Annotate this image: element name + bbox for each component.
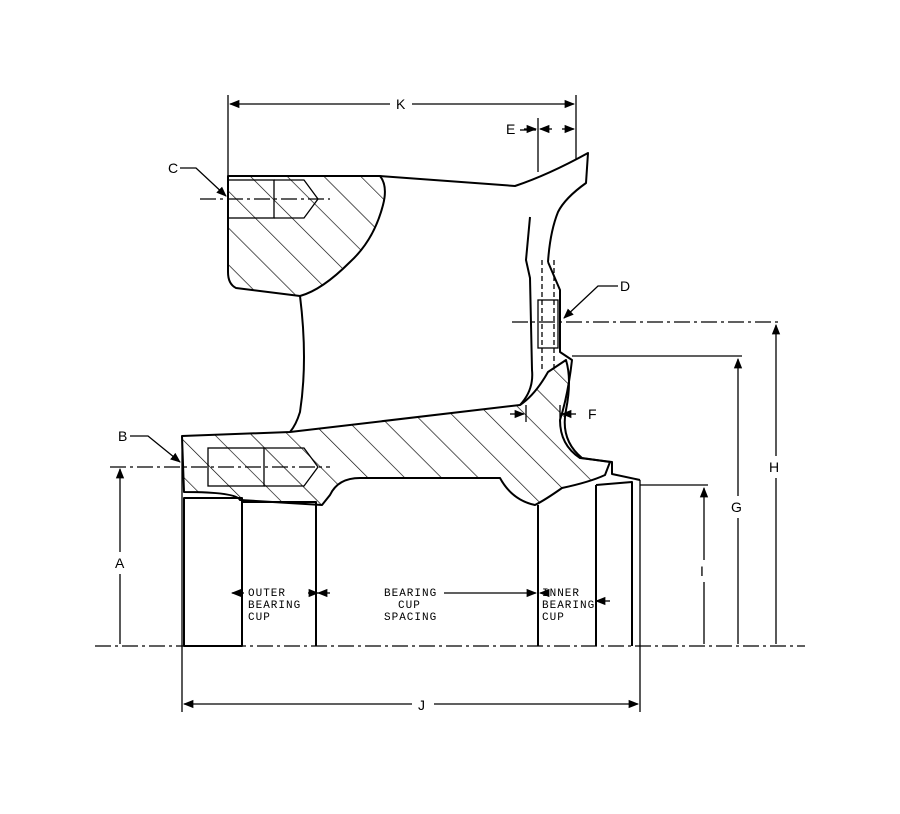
outer-cup-note-3: CUP: [248, 612, 271, 624]
inner-cup-note-2: BEARING: [542, 600, 595, 612]
spacing-note-3: SPACING: [384, 612, 437, 624]
upper-flange-section: [227, 175, 386, 297]
spacing-note-1: BEARING: [384, 588, 437, 600]
dim-label-i: I: [700, 563, 704, 579]
grease-plug-hole: [207, 447, 265, 487]
outer-cup-note-1: OUTER: [248, 588, 286, 600]
dim-label-c: C: [168, 160, 178, 176]
spacing-note-2: CUP: [398, 600, 421, 612]
dim-label-k: K: [396, 96, 406, 112]
leaders: [130, 129, 618, 463]
inner-cup-note-1: INNER: [542, 588, 580, 600]
dim-label-h: H: [769, 459, 779, 475]
dim-label-a: A: [115, 555, 125, 571]
lower-main-section: [181, 359, 611, 506]
outer-bearing-cup: [183, 497, 243, 647]
dim-label-g: G: [731, 499, 742, 515]
extension-lines: [181, 95, 742, 712]
dim-label-e: E: [506, 121, 515, 137]
grease-plug-tip: [264, 447, 319, 487]
inner-cup-note-3: CUP: [542, 612, 565, 624]
hub-body: [181, 152, 641, 647]
dim-label-j: J: [418, 697, 425, 713]
web-right: [519, 216, 534, 406]
dimension-lines: [115, 99, 781, 709]
outer-cup-note-2: BEARING: [248, 600, 301, 612]
upper-flange-rim: [379, 152, 589, 263]
outer-cup-seat: [242, 501, 317, 646]
wheel-stud-hole: [537, 299, 559, 349]
dim-label-b: B: [118, 428, 127, 444]
dim-label-d: D: [620, 278, 630, 294]
dim-label-f: F: [588, 406, 597, 422]
barrel-left-wall: [289, 295, 305, 433]
inner-bearing-cup: [595, 481, 633, 646]
